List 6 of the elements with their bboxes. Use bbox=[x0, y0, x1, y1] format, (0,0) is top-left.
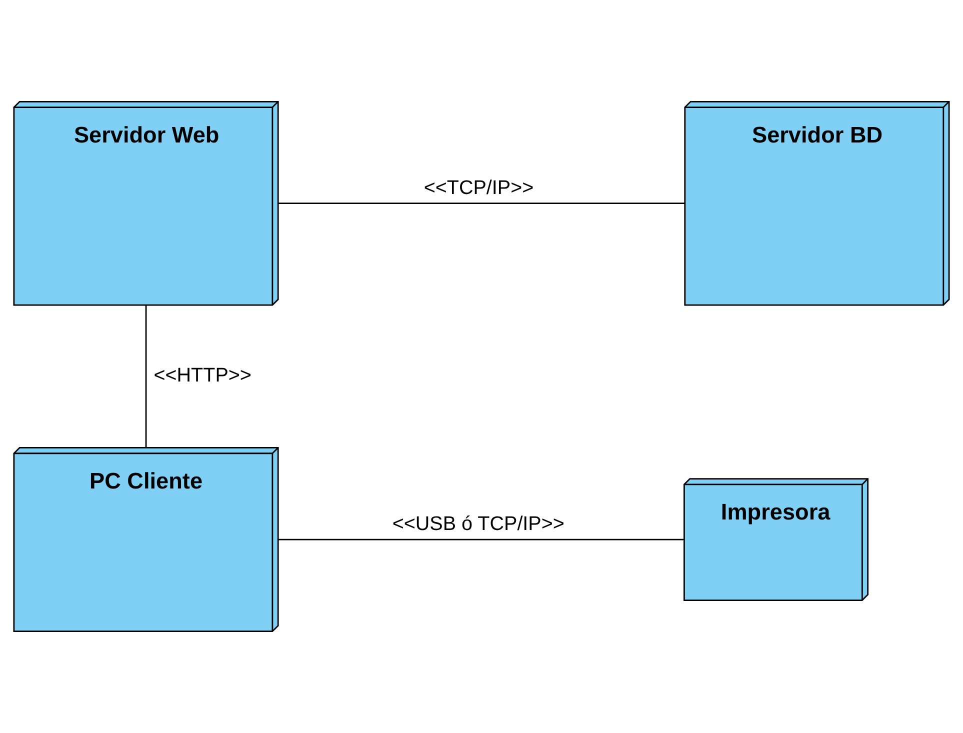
connector bbox=[278, 202, 685, 204]
connector bbox=[278, 538, 684, 540]
edge-label: <<HTTP>> bbox=[154, 364, 252, 387]
edge-label: <<USB ó TCP/IP>> bbox=[392, 512, 564, 535]
connector bbox=[145, 305, 147, 448]
edge-label: <<TCP/IP>> bbox=[424, 176, 534, 199]
